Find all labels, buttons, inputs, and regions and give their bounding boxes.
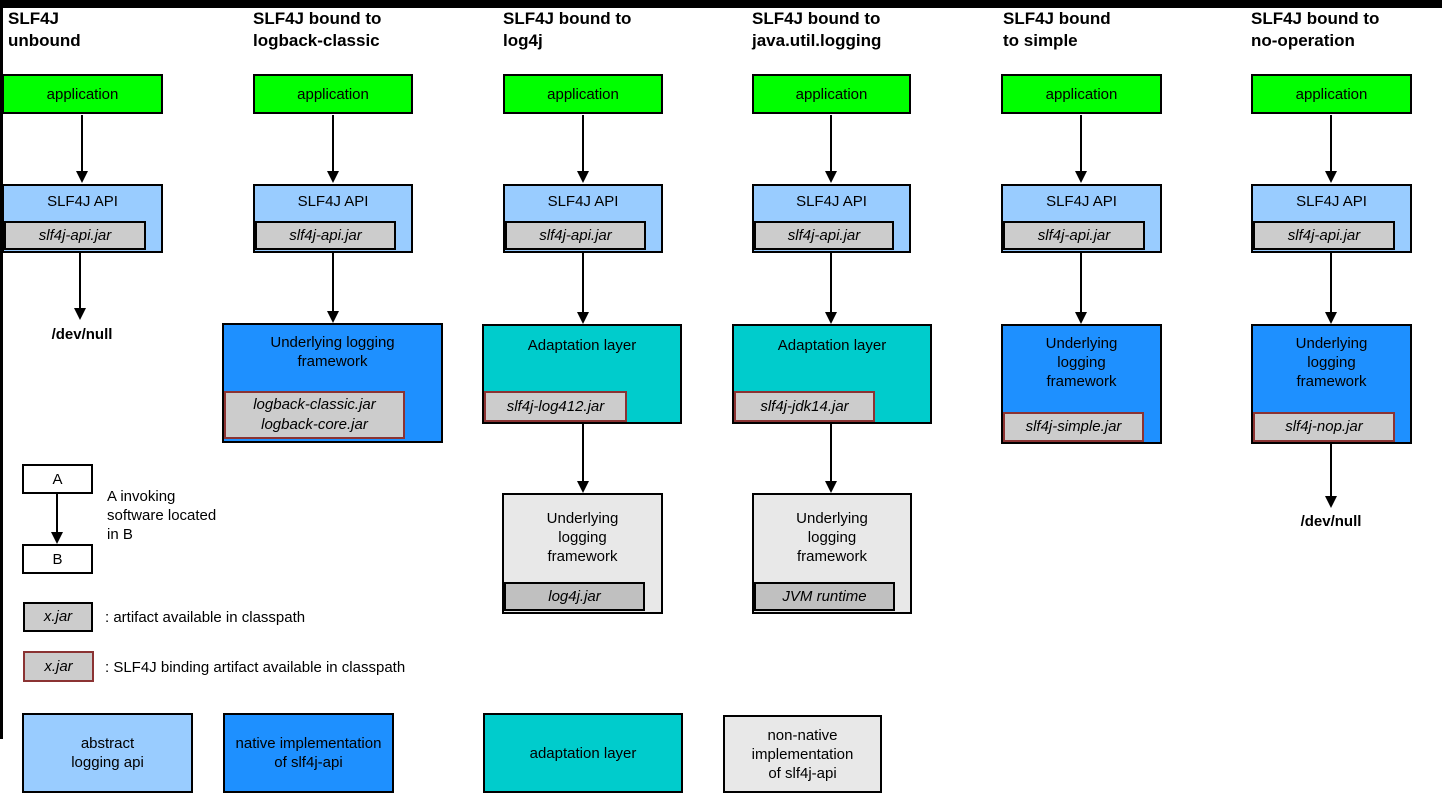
slf4j-api-jar-box: slf4j-api.jar — [754, 221, 894, 250]
arrow-api-to-impl — [1075, 253, 1087, 324]
slf4j-api-box: SLF4J API slf4j-api.jar — [503, 184, 663, 253]
slf4j-api-box: SLF4J API slf4j-api.jar — [253, 184, 413, 253]
application-box: application — [2, 74, 163, 114]
column-title-logback: SLF4J bound to logback-classic — [253, 9, 382, 50]
underlying-framework-box-nop: Underlying logging framework slf4j-nop.j… — [1251, 324, 1412, 444]
application-label: application — [547, 85, 619, 103]
slf4j-api-label: SLF4J API — [47, 193, 118, 210]
slf4j-jdk14-jar-box: slf4j-jdk14.jar — [734, 391, 875, 422]
arrow-adapter-to-underlying — [577, 424, 589, 493]
slf4j-api-jar-box: slf4j-api.jar — [505, 221, 646, 250]
column-title-jul: SLF4J bound to java.util.logging — [752, 9, 882, 50]
slf4j-api-box: SLF4J API slf4j-api.jar — [1251, 184, 1412, 253]
slf4j-api-label: SLF4J API — [547, 193, 619, 210]
slf4j-simple-jar-box: slf4j-simple.jar — [1003, 412, 1144, 442]
legend-color-abstract-api: abstract logging api — [22, 713, 193, 793]
arrow-nop-to-devnull — [1325, 444, 1337, 508]
arrow-api-to-impl — [327, 253, 339, 323]
logback-jar-box: logback-classic.jar logback-core.jar — [224, 391, 405, 439]
legend-binding-caption: : SLF4J binding artifact available in cl… — [105, 659, 406, 676]
legend-arrow-a-to-b — [51, 494, 63, 544]
frame-bottom-bar — [0, 0, 1442, 8]
application-label: application — [1045, 85, 1118, 103]
application-box: application — [1001, 74, 1162, 114]
underlying-framework-label: Underlying logging framework — [1295, 335, 1368, 390]
slf4j-api-box: SLF4J API slf4j-api.jar — [1001, 184, 1162, 253]
legend-color-label: adaptation layer — [529, 744, 637, 762]
column-title-simple: SLF4J bound to simple — [1003, 9, 1111, 50]
legend-invoke-caption: A invoking software located in B — [107, 488, 217, 543]
legend-artifact-jar-box: x.jar — [23, 602, 93, 632]
legend-color-native-impl: native implementation of slf4j-api — [223, 713, 394, 793]
underlying-framework-box-jvm: Underlying logging framework JVM runtime — [752, 493, 912, 614]
arrow-adapter-to-underlying — [825, 424, 837, 493]
legend-color-label: native implementation of slf4j-api — [235, 735, 382, 771]
column-title-unbound: SLF4J unbound — [8, 9, 81, 50]
application-box: application — [253, 74, 413, 114]
legend-color-non-native-impl: non-native implementation of slf4j-api — [723, 715, 882, 793]
application-label: application — [297, 85, 369, 103]
underlying-framework-label: Underlying logging framework — [546, 510, 619, 565]
arrow-app-to-api — [1075, 115, 1087, 183]
arrow-api-to-impl — [1325, 253, 1337, 324]
arrow-api-to-adapter — [577, 253, 589, 324]
application-label: application — [46, 85, 119, 103]
underlying-framework-box-log4j: Underlying logging framework log4j.jar — [502, 493, 663, 614]
underlying-framework-label: Underlying logging framework — [1045, 335, 1118, 390]
dev-null-label: /dev/null — [1300, 513, 1362, 530]
application-label: application — [795, 85, 868, 103]
application-box: application — [1251, 74, 1412, 114]
adaptation-layer-label: Adaptation layer — [527, 337, 637, 354]
underlying-framework-label: Underlying logging framework — [796, 510, 868, 565]
log4j-jar-box: log4j.jar — [504, 582, 645, 611]
arrow-app-to-api — [76, 115, 88, 183]
adaptation-layer-box-jul: Adaptation layer slf4j-jdk14.jar — [732, 324, 932, 424]
legend-artifact-caption: : artifact available in classpath — [105, 609, 306, 626]
arrow-api-to-adapter — [825, 253, 837, 324]
legend-box-b: B — [22, 544, 93, 574]
frame-left-border — [0, 0, 3, 739]
legend-color-label: abstract logging api — [71, 735, 144, 771]
adaptation-layer-box-log4j: Adaptation layer slf4j-log412.jar — [482, 324, 682, 424]
underlying-framework-label: Underlying logging framework — [270, 334, 395, 370]
slf4j-api-label: SLF4J API — [297, 193, 369, 210]
legend-color-label: non-native implementation of slf4j-api — [751, 726, 854, 782]
arrow-app-to-api — [1325, 115, 1337, 183]
slf4j-api-box: SLF4J API slf4j-api.jar — [2, 184, 163, 253]
slf4j-api-box: SLF4J API slf4j-api.jar — [752, 184, 911, 253]
underlying-framework-box-logback: Underlying logging framework logback-cla… — [222, 323, 443, 443]
dev-null-label: /dev/null — [51, 326, 113, 343]
column-title-log4j: SLF4J bound to log4j — [503, 9, 632, 50]
underlying-framework-box-simple: Underlying logging framework slf4j-simpl… — [1001, 324, 1162, 444]
legend-box-a: A — [22, 464, 93, 494]
slf4j-log4j-jar-box: slf4j-log412.jar — [484, 391, 627, 422]
arrow-app-to-api — [327, 115, 339, 183]
jvm-runtime-jar-box: JVM runtime — [754, 582, 895, 611]
application-label: application — [1295, 85, 1368, 103]
application-box: application — [503, 74, 663, 114]
legend-binding-jar-box: x.jar — [23, 651, 94, 682]
adaptation-layer-label: Adaptation layer — [777, 337, 887, 354]
application-box: application — [752, 74, 911, 114]
slf4j-api-label: SLF4J API — [1046, 193, 1117, 210]
slf4j-api-label: SLF4J API — [1296, 193, 1367, 210]
slf4j-nop-jar-box: slf4j-nop.jar — [1253, 412, 1395, 442]
column-title-nop: SLF4J bound to no-operation — [1251, 9, 1380, 50]
slf4j-api-jar-box: slf4j-api.jar — [4, 221, 146, 250]
slf4j-api-jar-box: slf4j-api.jar — [255, 221, 396, 250]
arrow-api-to-devnull — [74, 253, 86, 320]
slf4j-api-jar-box: slf4j-api.jar — [1003, 221, 1145, 250]
arrow-app-to-api — [825, 115, 837, 183]
slf4j-api-label: SLF4J API — [796, 193, 867, 210]
slf4j-api-jar-box: slf4j-api.jar — [1253, 221, 1395, 250]
legend-color-adaptation: adaptation layer — [483, 713, 683, 793]
arrow-app-to-api — [577, 115, 589, 183]
